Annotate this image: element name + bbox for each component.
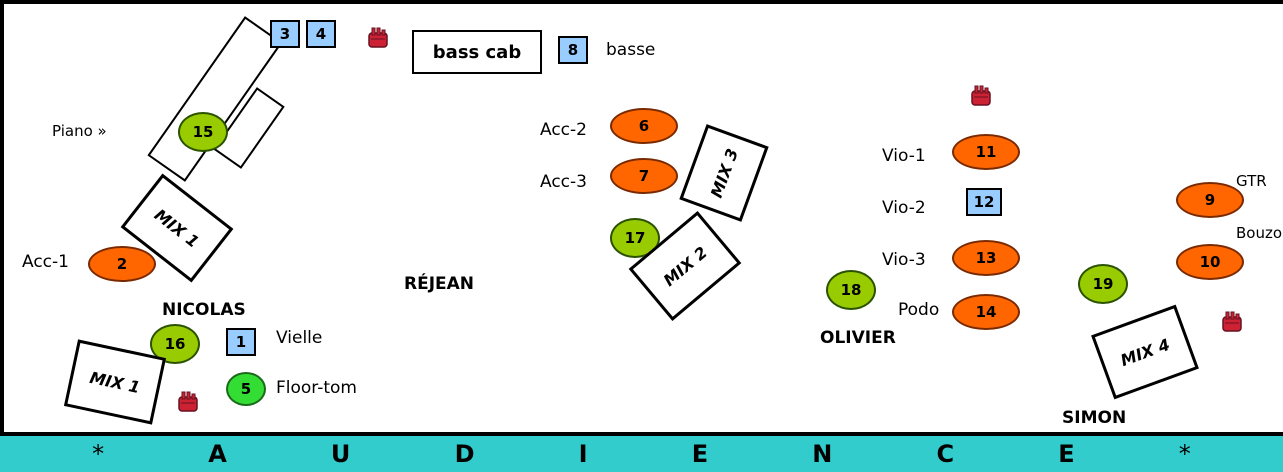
input-4: 4 bbox=[306, 20, 336, 48]
mix1-top-label: MIX 1 bbox=[151, 204, 203, 252]
label-acc2: Acc-2 bbox=[540, 120, 587, 140]
monitor-mix-4: MIX 4 bbox=[1091, 304, 1199, 400]
input-13: 13 bbox=[952, 240, 1020, 276]
input-5: 5 bbox=[226, 372, 266, 406]
input-14: 14 bbox=[952, 294, 1020, 330]
input-13-label: 13 bbox=[975, 249, 997, 267]
input-15: 15 bbox=[178, 112, 228, 152]
input-8-label: 8 bbox=[567, 41, 579, 59]
audience-letter: I bbox=[578, 440, 588, 468]
input-18-label: 18 bbox=[840, 281, 862, 299]
label-piano: Piano » bbox=[52, 122, 107, 140]
mix1-bottom-label: MIX 1 bbox=[88, 367, 142, 397]
input-8: 8 bbox=[558, 36, 588, 64]
audience-star-left: * bbox=[92, 440, 105, 468]
input-2-label: 2 bbox=[116, 255, 128, 273]
audience-letter: D bbox=[454, 440, 475, 468]
input-9: 9 bbox=[1176, 182, 1244, 218]
input-5-label: 5 bbox=[240, 380, 252, 398]
label-floortom: Floor-tom bbox=[276, 378, 357, 398]
label-bouzouki: Bouzouki bbox=[1236, 224, 1283, 242]
input-18: 18 bbox=[826, 270, 876, 310]
input-3: 3 bbox=[270, 20, 300, 48]
musician-nicolas: NICOLAS bbox=[162, 300, 246, 320]
label-podo: Podo bbox=[898, 300, 940, 320]
bass-cab-box: bass cab bbox=[412, 30, 542, 74]
amp-icon bbox=[971, 85, 991, 106]
input-2: 2 bbox=[88, 246, 156, 282]
musician-olivier: OLIVIER bbox=[820, 328, 896, 348]
input-1: 1 bbox=[226, 328, 256, 356]
input-10: 10 bbox=[1176, 244, 1244, 280]
input-15-label: 15 bbox=[192, 123, 214, 141]
input-4-label: 4 bbox=[315, 25, 327, 43]
input-7-label: 7 bbox=[638, 167, 650, 185]
audience-letter: E bbox=[1058, 440, 1075, 468]
label-vio1: Vio-1 bbox=[882, 146, 926, 166]
input-19: 19 bbox=[1078, 264, 1128, 304]
audience-letter: A bbox=[208, 440, 227, 468]
input-16-label: 16 bbox=[164, 335, 186, 353]
audience-letter: N bbox=[812, 440, 833, 468]
label-vielle: Vielle bbox=[276, 328, 323, 348]
input-11-label: 11 bbox=[975, 143, 997, 161]
input-1-label: 1 bbox=[235, 333, 247, 351]
label-acc3: Acc-3 bbox=[540, 172, 587, 192]
input-10-label: 10 bbox=[1199, 253, 1221, 271]
mix3-label: MIX 3 bbox=[706, 145, 742, 201]
label-vio3: Vio-3 bbox=[882, 250, 926, 270]
audience-letter: C bbox=[936, 440, 955, 468]
input-11: 11 bbox=[952, 134, 1020, 170]
input-6: 6 bbox=[610, 108, 678, 144]
bass-cab-label: bass cab bbox=[432, 41, 522, 63]
input-12: 12 bbox=[966, 188, 1002, 216]
input-14-label: 14 bbox=[975, 303, 997, 321]
musician-rejean: RÉJEAN bbox=[404, 274, 475, 294]
audience-bar: * A U D I E N C E * bbox=[0, 432, 1283, 472]
label-basse: basse bbox=[606, 40, 656, 60]
input-6-label: 6 bbox=[638, 117, 650, 135]
input-19-label: 19 bbox=[1092, 275, 1114, 293]
mix4-label: MIX 4 bbox=[1117, 334, 1173, 370]
amp-icon bbox=[368, 27, 388, 48]
monitor-mix-3: MIX 3 bbox=[679, 124, 769, 222]
mix2-label: MIX 2 bbox=[659, 242, 711, 290]
amp-icon bbox=[178, 391, 198, 412]
input-7: 7 bbox=[610, 158, 678, 194]
musician-simon: SIMON bbox=[1062, 408, 1127, 428]
label-vio2: Vio-2 bbox=[882, 198, 926, 218]
input-12-label: 12 bbox=[973, 193, 995, 211]
audience-star-right: * bbox=[1178, 440, 1191, 468]
audience-letter: U bbox=[330, 440, 351, 468]
input-9-label: 9 bbox=[1204, 191, 1216, 209]
monitor-mix-1-bottom: MIX 1 bbox=[63, 339, 167, 425]
input-3-label: 3 bbox=[279, 25, 291, 43]
audience-letter: E bbox=[691, 440, 709, 468]
label-gtr: GTR bbox=[1236, 172, 1267, 190]
input-17-label: 17 bbox=[624, 229, 646, 247]
label-acc1: Acc-1 bbox=[22, 252, 69, 272]
amp-icon bbox=[1222, 311, 1242, 332]
